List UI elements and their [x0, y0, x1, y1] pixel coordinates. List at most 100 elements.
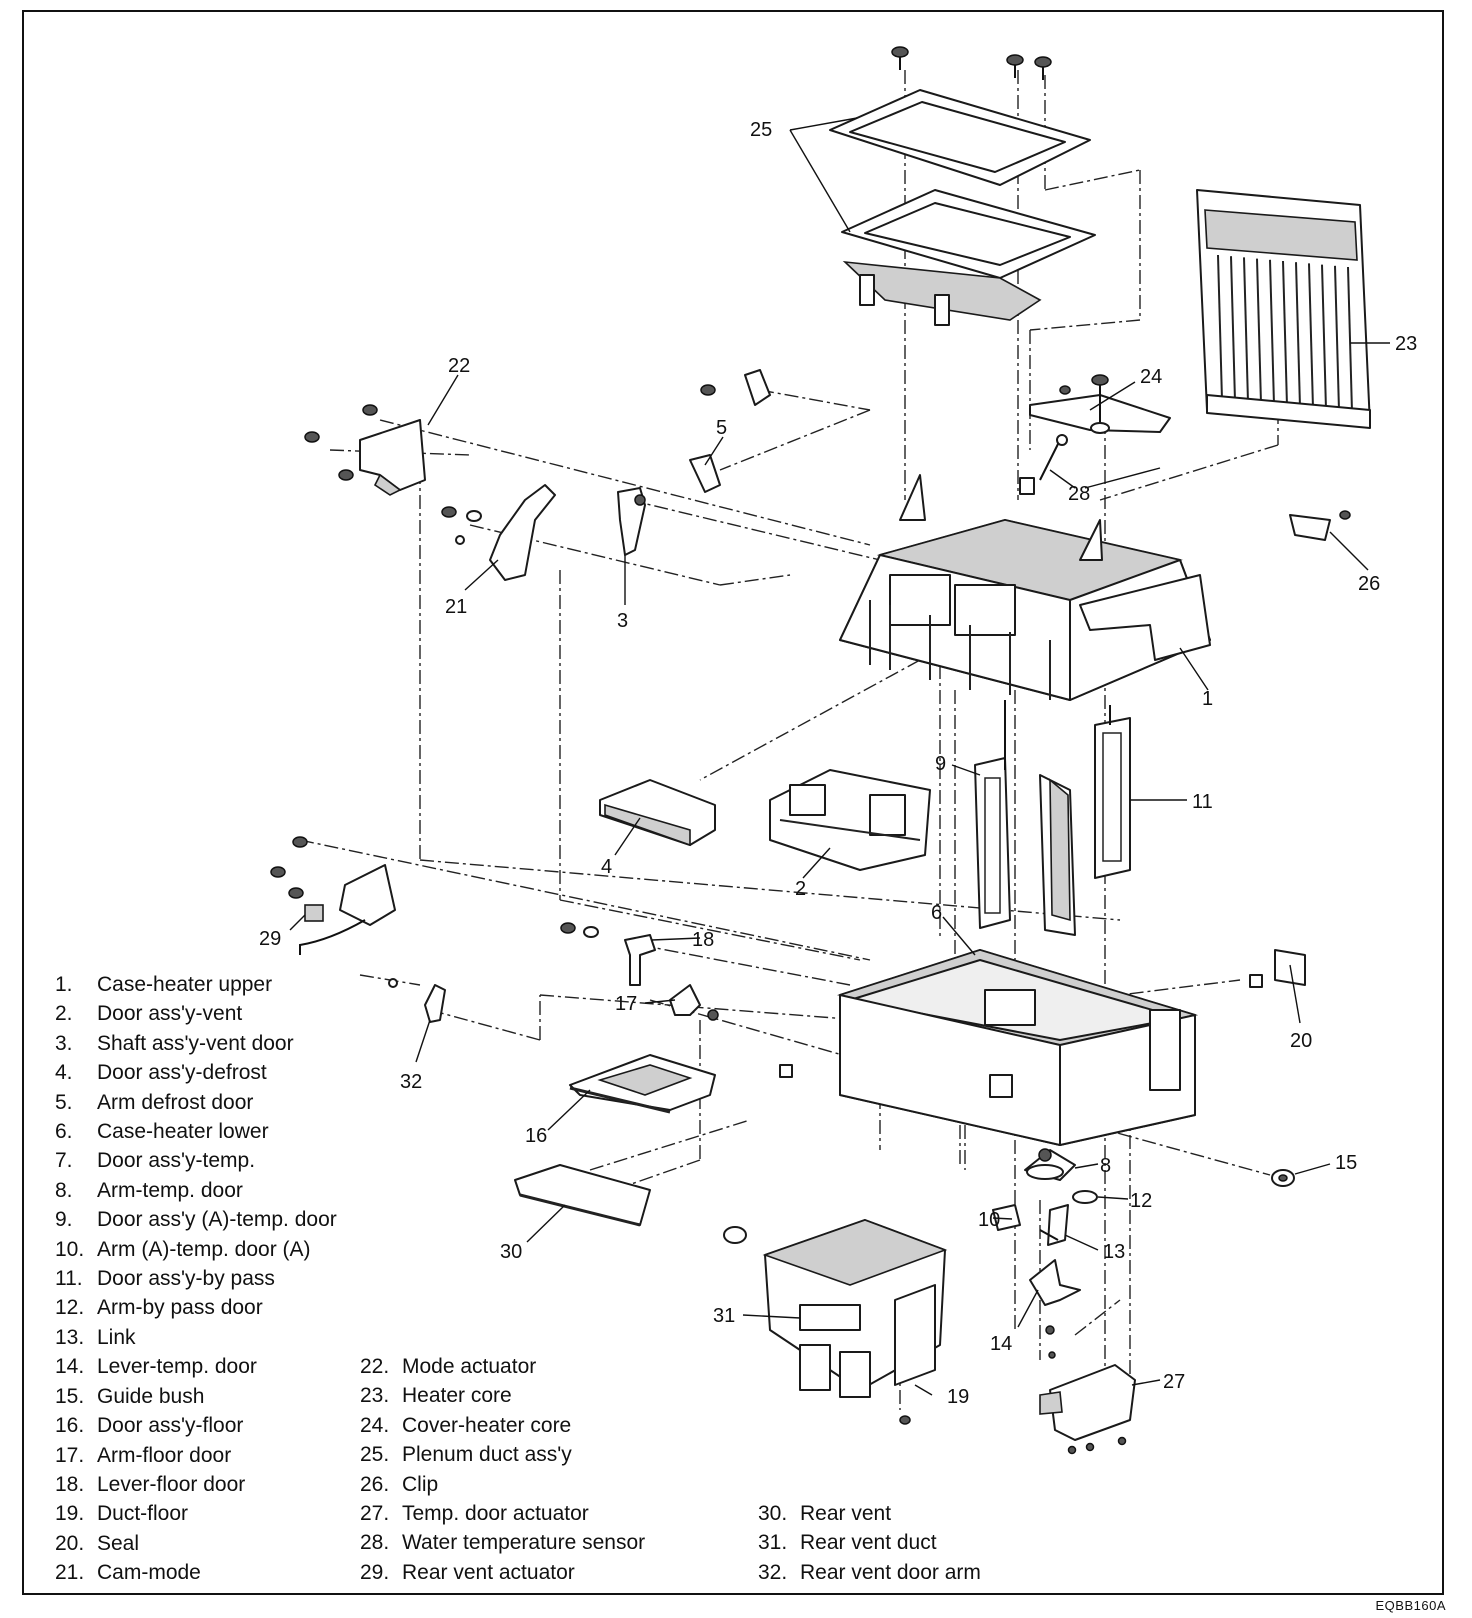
legend-item-label: Door ass'y-by pass [97, 1267, 275, 1291]
door-defrost [599, 779, 716, 847]
legend-item-number: 21. [55, 1561, 85, 1585]
door-vent [769, 769, 931, 871]
heater-core-fin [1334, 265, 1340, 411]
legend-item-label: Cam-mode [97, 1561, 201, 1585]
legend-item-number: 26. [360, 1472, 390, 1496]
callout-17: 17 [615, 993, 637, 1015]
legend-item: 22.Mode actuator [360, 1352, 645, 1381]
arm-a-temp-door-a [992, 1204, 1021, 1231]
legend-item-label: Clip [402, 1472, 439, 1496]
legend-item-label: Rear vent [800, 1502, 892, 1525]
temp-door [1039, 774, 1076, 936]
legend-item-number: 30. [758, 1502, 788, 1525]
cover-heater-core [1029, 374, 1171, 434]
legend-item-number: 28. [360, 1531, 390, 1555]
legend-item: 21. Cam-mode [55, 1558, 337, 1587]
legend-item-number: 23. [360, 1384, 390, 1408]
callout-9: 9 [935, 753, 946, 775]
callout-8: 8 [1100, 1155, 1111, 1177]
callout-31: 31 [713, 1305, 735, 1327]
legend-item: 12.Arm-by pass door [55, 1293, 337, 1322]
mode-actuator [304, 404, 426, 496]
legend-item: 25.Plenum duct ass'y [360, 1440, 645, 1469]
legend-item: 19.Duct-floor [55, 1499, 337, 1528]
water-temperature-sensor [1019, 385, 1071, 495]
legend-item: 16. Door ass'y-floor [55, 1411, 337, 1440]
heater-core-fin [1230, 256, 1236, 402]
heater-core-fin [1243, 257, 1249, 403]
legend-item-number: 1. [55, 973, 73, 996]
legend-item-label: Arm-floor door [97, 1443, 232, 1467]
heater-core-fin [1347, 266, 1353, 413]
legend-item: 4.Door ass'y-defrost [55, 1058, 337, 1087]
legend-item-label: Cover-heater core [402, 1413, 572, 1437]
legend-item-label: Case-heater upper [97, 973, 273, 996]
arm-temp-door [1024, 1148, 1076, 1181]
legend-item-number: 9. [55, 1208, 73, 1232]
legend-item: 9.Door ass'y (A)-temp. door [55, 1205, 337, 1234]
callout-4: 4 [601, 856, 612, 878]
case-heater-upper [839, 474, 1211, 701]
legend-item: 13.Link [55, 1323, 337, 1352]
legend-item-number: 24. [360, 1413, 390, 1437]
legend-item: 23. Heater core [360, 1381, 645, 1410]
legend-item: 31.Rear vent duct [758, 1528, 981, 1557]
temp-door-actuator [1039, 1364, 1136, 1455]
legend-item-number: 6. [55, 1120, 73, 1144]
duct-floor [799, 1284, 936, 1425]
seal [1249, 949, 1306, 988]
legend-item: 28.Water temperature sensor [360, 1528, 645, 1557]
legend-item: 11. Door ass'y-by pass [55, 1264, 337, 1293]
legend-item-number: 14. [55, 1355, 85, 1379]
legend-item-number: 13. [55, 1325, 85, 1349]
legend-item: 30. Rear vent [758, 1499, 981, 1528]
legend-item-number: 18. [55, 1472, 85, 1496]
heater-core-fin [1308, 263, 1314, 409]
legend-item-label: Door ass'y-floor [97, 1414, 244, 1438]
legend-item-number: 16. [55, 1414, 85, 1438]
legend-item-number: 10. [55, 1237, 85, 1261]
legend-item-number: 8. [55, 1178, 73, 1202]
legend-item-label: Guide bush [97, 1384, 205, 1408]
shaft-vent-door [617, 487, 646, 556]
legend-item-label: Arm-temp. door [97, 1178, 243, 1202]
legend-item-label: Arm (A)-temp. door (A) [97, 1237, 311, 1261]
temp-door-a [974, 700, 1011, 929]
legend-item: 5.Arm defrost door [55, 1088, 337, 1117]
legend-item-label: Lever-floor door [97, 1472, 246, 1496]
heater-core-fin [1269, 259, 1275, 405]
door-floor [569, 1054, 716, 1114]
diagram-frame [22, 10, 1444, 1595]
legend-item-number: 12. [55, 1296, 85, 1320]
legend-item: 29.Rear vent actuator [360, 1558, 645, 1587]
legend-item-label: Rear vent duct [800, 1531, 937, 1555]
legend-item: 32. Rear vent door arm [758, 1558, 981, 1587]
legend-item-number: 2. [55, 1002, 73, 1026]
legend-item-label: Rear vent actuator [402, 1560, 575, 1584]
legend-item: 2. Door ass'y-vent [55, 999, 337, 1028]
heater-core-fin [1282, 260, 1288, 407]
legend-item-number: 4. [55, 1061, 73, 1085]
legend-item-number: 15. [55, 1384, 85, 1408]
legend-item-number: 17. [55, 1443, 85, 1467]
legend-item: 6.Case-heater lower [55, 1117, 337, 1146]
callout-21: 21 [445, 596, 467, 618]
callout-23: 23 [1395, 333, 1417, 355]
legend-item-label: Rear vent door arm [800, 1560, 981, 1584]
screws-top [891, 46, 1052, 80]
guide-bush [1271, 1169, 1295, 1187]
legend-item-number: 22. [360, 1355, 390, 1378]
legend-item-number: 11. [55, 1267, 83, 1291]
legend-item: 24. Cover-heater core [360, 1411, 645, 1440]
rear-vent-actuator [270, 836, 396, 955]
callout-16: 16 [525, 1125, 547, 1147]
heater-core-fin [1295, 262, 1301, 408]
legend-item-label: Shaft ass'y-vent door [97, 1031, 294, 1055]
legend-item: 15. Guide bush [55, 1382, 337, 1411]
legend-item-number: 32. [758, 1560, 788, 1584]
legend-item: 14.Lever-temp. door [55, 1352, 337, 1381]
heater-core-fin [1217, 254, 1223, 401]
legend-item-label: Door ass'y-vent [97, 1002, 243, 1026]
legend-item-label: Heater core [402, 1384, 512, 1408]
